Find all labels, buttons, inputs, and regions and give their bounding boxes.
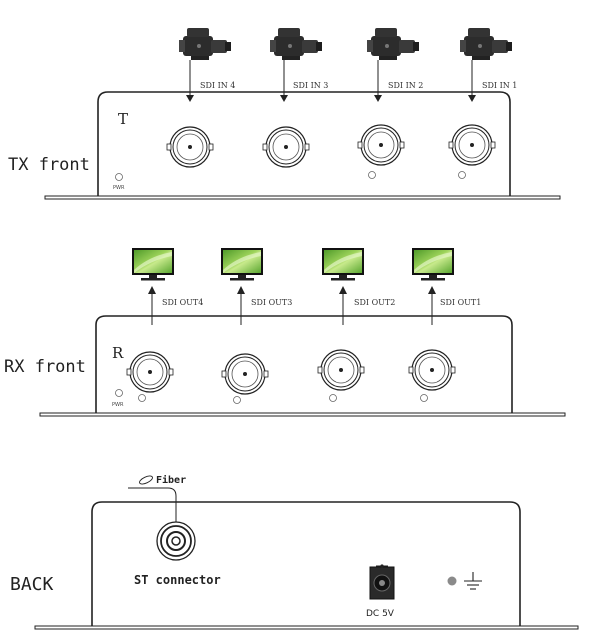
bnc-connector	[448, 124, 496, 166]
back-status-led	[447, 576, 457, 586]
rx-output-4: SDI OUT4	[126, 248, 203, 402]
video-camera-icon	[460, 28, 512, 60]
rx-section: RX front R PWR SDI OUT4 SDI OUT3	[4, 248, 566, 417]
rx-output-label: SDI OUT4	[162, 298, 203, 307]
rx-output-label: SDI OUT2	[354, 298, 395, 307]
tx-input-1: SDI IN 1	[448, 28, 517, 179]
bnc-connector	[317, 349, 365, 391]
back-section: BACK Fiber ST connector DC 5V	[10, 474, 579, 630]
tx-panel-letter: T	[118, 110, 128, 128]
bnc-connector	[408, 349, 456, 391]
tx-input-4: SDI IN 4	[166, 28, 235, 168]
tx-pwr-led	[115, 173, 123, 181]
tx-input-label: SDI IN 4	[200, 81, 235, 90]
st-connector-label: ST connector	[134, 573, 221, 587]
rx-pwr-label: PWR	[112, 402, 124, 408]
tx-input-label: SDI IN 3	[293, 81, 328, 90]
rx-status-led	[138, 394, 146, 402]
rx-status-led	[233, 396, 241, 404]
rx-pwr-led	[115, 389, 123, 397]
monitor-icon	[322, 248, 364, 281]
tx-chassis	[45, 91, 560, 199]
tx-pwr-label: PWR	[113, 185, 125, 191]
rx-section-label: RX front	[4, 357, 86, 377]
tx-status-led	[458, 171, 466, 179]
fiber-label: Fiber	[156, 474, 186, 486]
monitor-icon	[221, 248, 263, 281]
tx-section: TX front T PWR SDI IN 4 SDI IN 3 SDI IN	[8, 28, 561, 200]
rx-output-label: SDI OUT3	[251, 298, 292, 307]
tx-section-label: TX front	[8, 155, 90, 175]
tx-input-3: SDI IN 3	[262, 28, 328, 168]
video-camera-icon	[367, 28, 419, 60]
back-section-label: BACK	[10, 574, 54, 595]
dc-label: DC 5V	[366, 609, 395, 619]
tx-input-label: SDI IN 1	[482, 81, 517, 90]
video-camera-icon	[270, 28, 322, 60]
rx-output-2: SDI OUT2	[317, 248, 395, 402]
dc-power-jack	[369, 564, 395, 600]
st-connector	[156, 521, 196, 561]
ground-icon	[464, 572, 482, 590]
rx-chassis	[40, 315, 565, 416]
video-camera-icon	[179, 28, 231, 60]
rx-status-led	[329, 394, 337, 402]
bnc-connector	[166, 126, 214, 168]
rx-panel-letter: R	[112, 344, 124, 362]
rx-output-3: SDI OUT3	[221, 248, 292, 404]
back-chassis	[35, 501, 578, 629]
tx-status-led	[368, 171, 376, 179]
tx-input-2: SDI IN 2	[357, 28, 423, 179]
rx-status-led	[420, 394, 428, 402]
bnc-connector	[126, 351, 174, 393]
bnc-connector	[357, 124, 405, 166]
rx-output-1: SDI OUT1	[408, 248, 481, 402]
bnc-connector	[262, 126, 310, 168]
monitor-icon	[412, 248, 454, 281]
bnc-connector	[221, 353, 269, 395]
monitor-icon	[132, 248, 174, 281]
tx-input-label: SDI IN 2	[388, 81, 423, 90]
rx-output-label: SDI OUT1	[440, 298, 481, 307]
